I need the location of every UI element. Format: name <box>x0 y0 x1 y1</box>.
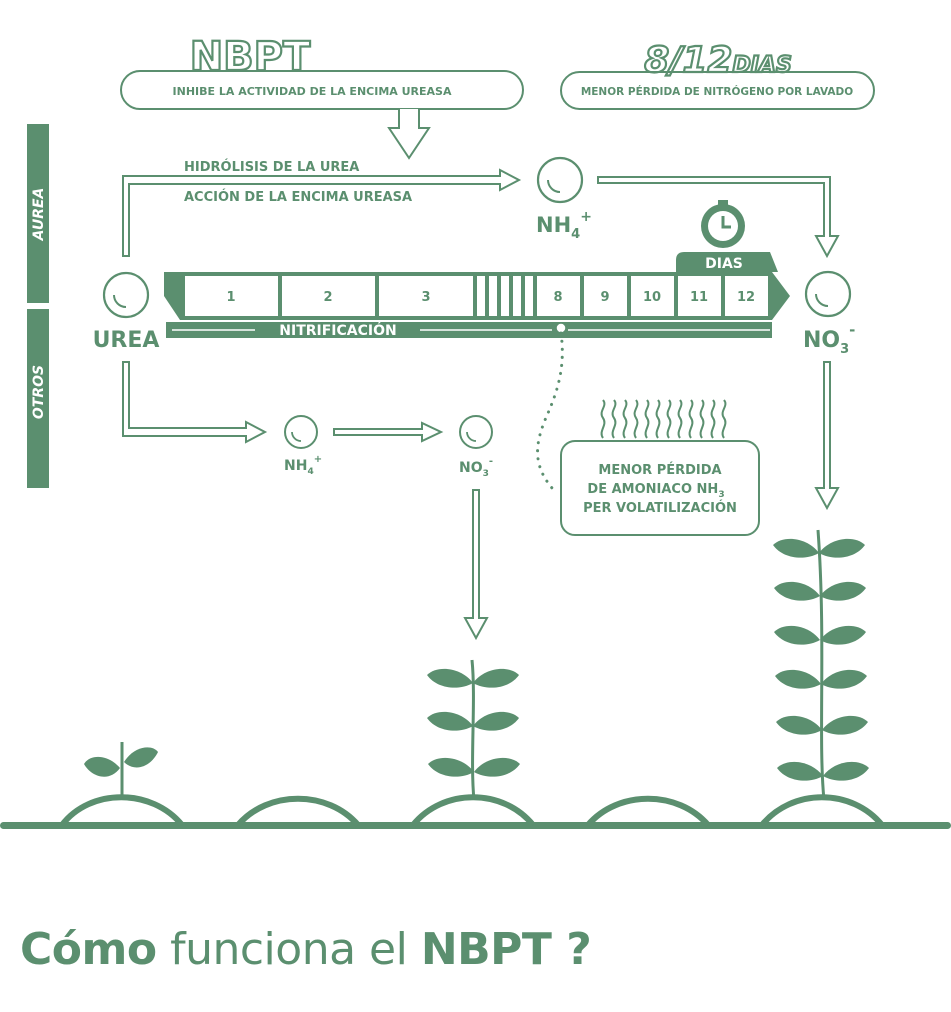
nh4-otros-circle-icon <box>284 415 318 449</box>
process-line1: HIDRÓLISIS DE LA UREA <box>184 159 359 175</box>
days-tab <box>676 252 778 272</box>
urea-label: UREA <box>93 328 160 353</box>
side-bar-otros <box>27 309 49 488</box>
urea-circle-shine <box>113 294 127 308</box>
volatilization-dotted-line <box>536 331 564 490</box>
cell-label: 11 <box>690 290 708 305</box>
otros-no3-to-plant-arrow <box>463 489 489 641</box>
no3-aurea-circle-shine <box>815 293 829 307</box>
cell-label: 8 <box>553 290 562 305</box>
nh4-aurea-circle-icon <box>536 156 584 204</box>
side-label-otros: OTROS <box>31 365 47 419</box>
no3-aurea-circle-icon <box>804 270 852 318</box>
side-bar-aurea <box>27 124 49 303</box>
timeline-cell-gap <box>501 276 509 316</box>
caption-part3: NBPT <box>420 924 552 975</box>
ammonia-line1: MENOR PÉRDIDA <box>598 462 721 478</box>
nbpt-description: INHIBE LA ACTIVIDAD DE LA ENCIMA UREASA <box>173 85 452 98</box>
nbpt-info-box <box>120 70 524 110</box>
aurea-hydrolysis-arrow <box>122 168 522 257</box>
nitrification-label: NITRIFICACIÓN <box>279 321 396 339</box>
days-number: 8/12 <box>644 40 732 81</box>
medium-plant-icon <box>427 659 520 801</box>
clock-hands <box>721 216 731 229</box>
timeline-cell <box>584 276 627 316</box>
timeline-cell <box>185 276 278 316</box>
page-caption: Cómo funciona el NBPT ? <box>20 924 592 975</box>
nh4-otros-label: NH4+ <box>284 454 322 477</box>
cell-label: 3 <box>421 290 430 305</box>
caption-part1: Cómo <box>20 924 157 975</box>
days-tab-label: DIAS <box>705 256 743 272</box>
no3-aurea-label: NO3- <box>803 321 855 357</box>
cell-label: 9 <box>600 290 609 305</box>
big-plant-icon <box>773 529 869 801</box>
nbpt-title: NBPT <box>190 34 311 80</box>
otros-urea-arrow <box>122 361 268 444</box>
nh4-aurea-circle-shine <box>547 179 561 193</box>
timeline-cell <box>678 276 721 316</box>
days-title: 8/12DIAS <box>644 40 792 81</box>
no3-otros-circle-icon <box>459 415 493 449</box>
aurea-to-no3-arrow <box>597 176 840 259</box>
timeline-cell-gap <box>513 276 521 316</box>
ammonia-line3: PER VOLATILIZACIÓN <box>583 500 737 516</box>
no3-otros-circle-shine <box>466 431 477 442</box>
nh4-aurea-label: NH4+ <box>536 209 592 242</box>
cell-label: 1 <box>226 290 235 305</box>
no3-to-plant-arrow <box>814 361 840 511</box>
otros-nh4-to-no3-arrow <box>333 421 444 443</box>
ammonia-line2: DE AMONIACO NH3 <box>587 482 724 500</box>
ammonia-info-box <box>560 440 760 536</box>
timeline-cell-labels: 1 2 3 8 9 10 11 12 <box>226 290 755 305</box>
cell-label: 10 <box>643 290 661 305</box>
days-info-box <box>560 71 875 110</box>
side-label-aurea: AUREA <box>31 188 47 242</box>
inhibit-down-arrow <box>387 109 431 160</box>
small-plant-icon <box>84 742 158 795</box>
timeline-cell-gap <box>525 276 533 316</box>
urea-circle-icon <box>102 271 150 319</box>
timeline-cell <box>282 276 375 316</box>
ground <box>0 794 951 829</box>
days-unit: DIAS <box>732 53 791 78</box>
clock-top-button <box>718 200 728 205</box>
days-description: MENOR PÉRDIDA DE NITRÓGENO POR LAVADO <box>581 85 853 98</box>
caption-part4: ? <box>551 924 592 975</box>
nh4-otros-circle-shine <box>291 431 302 442</box>
volatilization-wave-icon <box>600 399 727 439</box>
timeline-cell-gap <box>477 276 485 316</box>
timeline-cell <box>725 276 768 316</box>
timeline-cells <box>185 276 768 316</box>
cell-label: 12 <box>737 290 755 305</box>
cell-label: 2 <box>323 290 332 305</box>
timeline-cell <box>379 276 473 316</box>
timeline-cell-gap <box>489 276 497 316</box>
caption-part2: funciona el <box>156 924 421 975</box>
timeline-cell <box>631 276 674 316</box>
process-line2: ACCIÓN DE LA ENCIMA UREASA <box>184 189 412 205</box>
timeline-cell <box>537 276 580 316</box>
no3-otros-label: NO3- <box>459 456 493 479</box>
